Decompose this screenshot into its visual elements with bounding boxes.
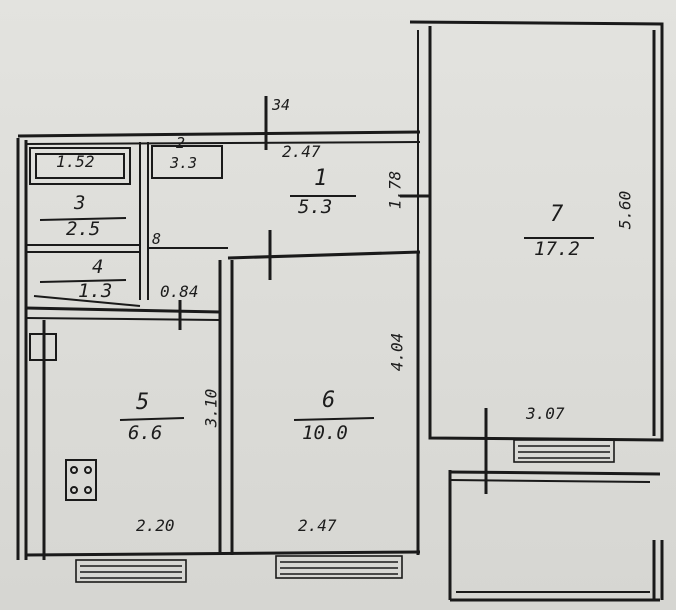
dim-hall-side: 1.78 [385,170,405,210]
bathtub-inner [35,153,125,179]
balcony-right [652,540,664,600]
room-6-area: 10.0 [302,422,348,444]
living-window [513,439,615,463]
kitchen-sink [29,333,57,361]
balcony-top-inner [449,479,651,483]
dim-bedroom-width: 2.47 [298,516,337,535]
room-4-number: 4 [92,256,104,278]
dim-living-length: 5.60 [615,190,635,230]
living-window-panes [518,445,610,459]
burner [70,486,78,494]
bedroom-top-wall [227,250,421,260]
outer-wall-top [17,130,421,138]
room-3-area: 2.5 [66,218,101,240]
rule-room3 [39,217,127,221]
burner [84,486,92,494]
room-1-number: 1 [314,166,328,191]
room-7-area: 17.2 [534,238,580,260]
bedroom-window-panes [280,561,398,575]
dim-kitchen-depth: 3.10 [201,388,221,428]
burner [84,466,92,474]
room-6-number: 6 [322,388,336,413]
marker-label: 34 [272,96,291,114]
room-8-number: 8 [152,230,162,248]
rule-room4 [39,279,127,283]
kitchen-window-panes [80,565,182,579]
rule-room6 [293,417,375,421]
room-4-area: 1.3 [78,280,113,302]
living-room-walls [409,20,664,442]
room-7-number: 7 [550,202,564,227]
dim-living-width: 3.07 [526,404,565,423]
room-2-area: 3.3 [170,154,198,172]
kitchen-top-wall-inner [25,317,221,321]
door-swing-line [33,295,141,307]
bathtub [29,147,131,185]
kitchen-top-wall [25,306,221,314]
outer-wall-bottom [25,550,421,557]
dim-bedroom-depth: 4.04 [387,332,407,372]
sink [151,145,223,179]
inner-wall-top [25,141,421,145]
burner [70,466,78,474]
stove [65,459,97,501]
room-3-number: 3 [74,192,86,214]
dim-bath-width: 1.52 [56,152,95,171]
dim-hall-top: 2.47 [282,142,321,161]
balcony-top [449,470,661,476]
room-1-area: 5.3 [298,196,333,218]
room-5-number: 5 [136,390,150,415]
room-8-area: 0.84 [160,282,199,301]
room-2-number: 2 [176,134,186,152]
bedroom-window [275,555,403,579]
dim-kitchen-width: 2.20 [136,516,175,535]
rule-room5 [119,417,185,421]
kitchen-window [75,559,187,583]
room-5-area: 6.6 [128,422,163,444]
